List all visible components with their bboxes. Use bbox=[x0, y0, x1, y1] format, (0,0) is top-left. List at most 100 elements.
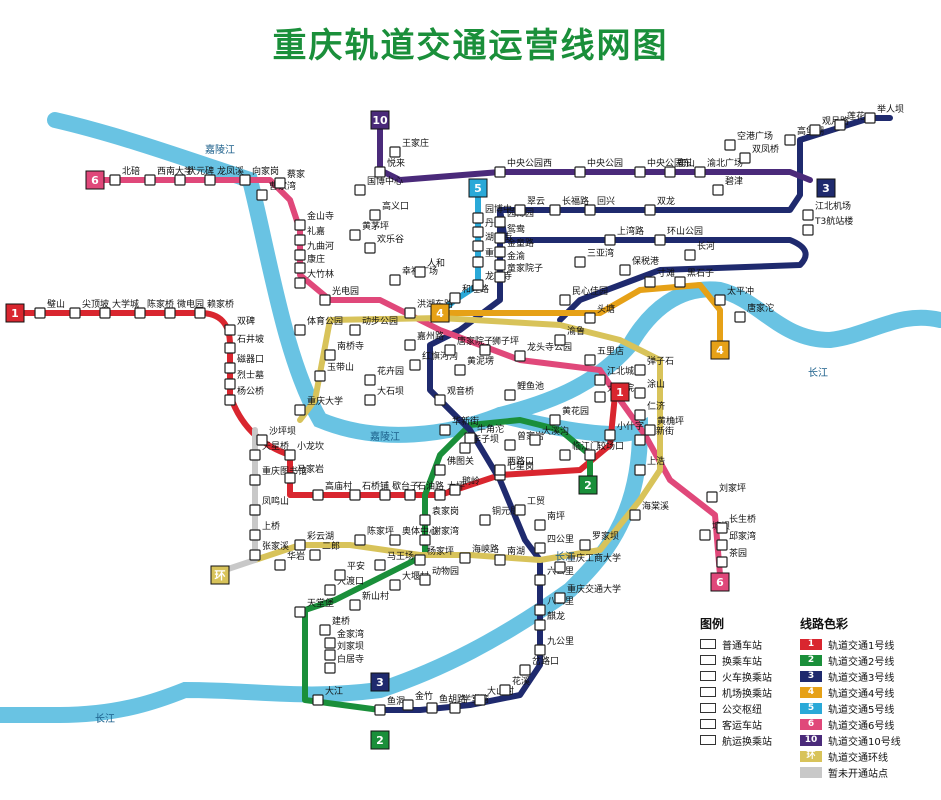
line-badge-label: 1 bbox=[616, 386, 624, 399]
station-marker bbox=[250, 530, 260, 540]
station-marker bbox=[473, 227, 483, 237]
legend-line-label: 轨道交通4号线 bbox=[828, 685, 894, 700]
station-marker bbox=[365, 395, 375, 405]
station-marker bbox=[455, 365, 465, 375]
station-marker bbox=[285, 450, 295, 460]
legend-symbol-label: 机场换乘站 bbox=[722, 685, 772, 700]
legend-line-swatch bbox=[800, 767, 822, 778]
station-label: 金竹 bbox=[415, 690, 433, 702]
station-marker bbox=[635, 410, 645, 420]
legend-title: 图例 bbox=[700, 615, 790, 632]
station-marker bbox=[635, 365, 645, 375]
station-label: 赖家桥 bbox=[207, 298, 234, 310]
legend-line-label: 轨道交通2号线 bbox=[828, 653, 894, 668]
legend-line-label: 轨道交通5号线 bbox=[828, 701, 894, 716]
station-marker bbox=[535, 605, 545, 615]
station-marker bbox=[575, 257, 585, 267]
station-marker bbox=[515, 505, 525, 515]
station-label: 寸滩 bbox=[657, 267, 675, 279]
station-label: 江北机场 bbox=[815, 200, 851, 212]
station-marker bbox=[250, 450, 260, 460]
station-marker bbox=[575, 167, 585, 177]
station-marker bbox=[555, 562, 565, 572]
station-label: 玉带山 bbox=[327, 362, 354, 373]
station-marker bbox=[685, 250, 695, 260]
station-label: 璧山 bbox=[47, 298, 65, 310]
station-marker bbox=[735, 312, 745, 322]
station-marker bbox=[515, 351, 525, 361]
station-label: 袁家岗 bbox=[432, 505, 459, 517]
station-label: 白居寺 bbox=[337, 653, 364, 665]
legend-line-row: 6轨道交通6号线 bbox=[800, 716, 935, 732]
station-marker bbox=[375, 167, 385, 177]
station-marker bbox=[405, 308, 415, 318]
station-marker bbox=[295, 540, 305, 550]
river-label: 长江 bbox=[555, 551, 575, 563]
station-marker bbox=[480, 515, 490, 525]
station-marker bbox=[675, 277, 685, 287]
station-marker bbox=[350, 600, 360, 610]
station-marker bbox=[405, 490, 415, 500]
station-marker bbox=[500, 685, 510, 695]
station-marker bbox=[350, 325, 360, 335]
line-badge-label: 2 bbox=[584, 479, 592, 492]
station-label: T3航站楼 bbox=[814, 215, 853, 227]
station-label: 康庄 bbox=[307, 253, 325, 265]
station-marker bbox=[257, 435, 267, 445]
station-marker bbox=[403, 700, 413, 710]
station-marker bbox=[295, 405, 305, 415]
river-label: 嘉陵江 bbox=[205, 143, 235, 156]
station-label: 南湖 bbox=[507, 545, 525, 557]
legend-symbol-icon bbox=[700, 703, 716, 713]
station-label: 凤鸣山 bbox=[262, 495, 289, 507]
station-marker bbox=[515, 205, 525, 215]
legend-line-swatch: 环 bbox=[800, 751, 822, 762]
station-label: 上湾路 bbox=[617, 225, 644, 237]
station-marker bbox=[473, 257, 483, 267]
line-badge-label: 10 bbox=[372, 114, 388, 127]
station-marker bbox=[465, 433, 475, 443]
station-label: 仁济 bbox=[647, 400, 665, 412]
station-label: 高庙村 bbox=[325, 480, 352, 492]
station-label: 佛图关 bbox=[447, 455, 474, 467]
station-label: 杨公桥 bbox=[237, 385, 264, 397]
station-label: 上桥 bbox=[262, 520, 280, 532]
station-label: 渝鲁 bbox=[567, 325, 585, 337]
station-marker bbox=[580, 540, 590, 550]
station-marker bbox=[420, 575, 430, 585]
station-marker bbox=[295, 220, 305, 230]
station-marker bbox=[420, 515, 430, 525]
station-marker bbox=[295, 250, 305, 260]
station-marker bbox=[405, 340, 415, 350]
station-label: 渝北广场 bbox=[707, 157, 743, 169]
station-label: 鸳鸯 bbox=[507, 223, 525, 235]
station-marker bbox=[285, 473, 295, 483]
station-label: 重庆大学 bbox=[307, 395, 343, 407]
station-label: 双凤桥 bbox=[752, 143, 779, 155]
station-label: 大石坝 bbox=[377, 385, 404, 397]
station-marker bbox=[605, 235, 615, 245]
station-label: 人和 bbox=[427, 258, 445, 269]
station-marker bbox=[635, 167, 645, 177]
station-label: 邱家湾 bbox=[729, 530, 756, 542]
station-label: 大江 bbox=[325, 685, 343, 697]
station-marker bbox=[707, 492, 717, 502]
legend-symbol-label: 换乘车站 bbox=[722, 653, 762, 668]
station-marker bbox=[635, 388, 645, 398]
station-marker bbox=[645, 205, 655, 215]
station-marker bbox=[495, 260, 505, 270]
station-marker bbox=[560, 295, 570, 305]
legend-colors: 线路色彩 1轨道交通1号线2轨道交通2号线3轨道交通3号线4轨道交通4号线5轨道… bbox=[800, 615, 935, 780]
station-label: 花溪 bbox=[512, 675, 530, 687]
station-marker bbox=[390, 535, 400, 545]
station-label: 悦来 bbox=[387, 157, 405, 169]
station-label: 杨家坪 bbox=[427, 545, 454, 557]
station-label: 唐家沱 bbox=[747, 302, 774, 314]
station-marker bbox=[325, 638, 335, 648]
station-marker bbox=[520, 665, 530, 675]
station-marker bbox=[375, 705, 385, 715]
station-marker bbox=[505, 440, 515, 450]
station-marker bbox=[595, 375, 605, 385]
legend-line-swatch: 3 bbox=[800, 671, 822, 682]
